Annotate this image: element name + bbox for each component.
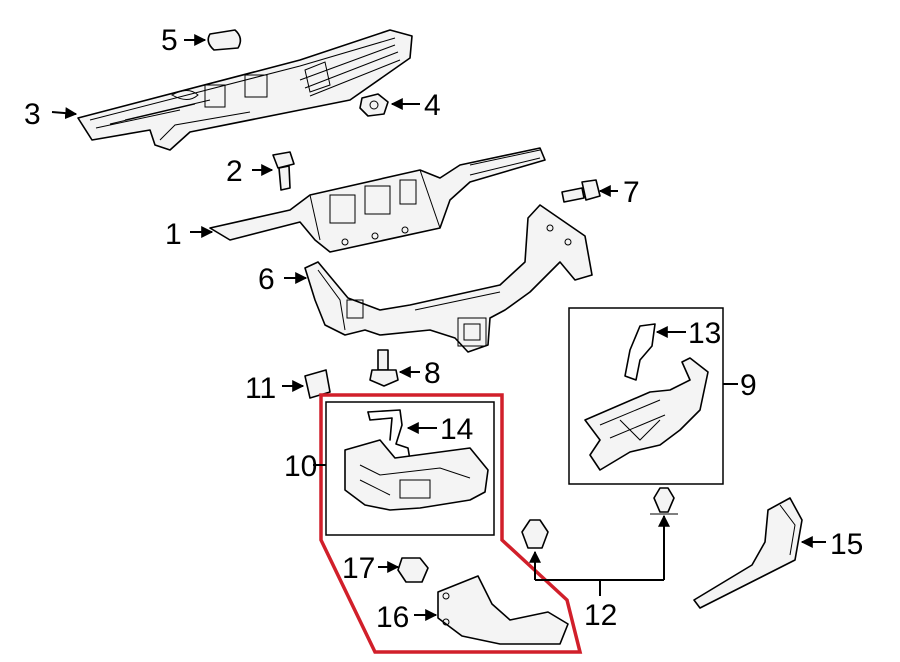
nut-part-4[interactable] [359,93,389,117]
step-bumper-part-3[interactable] [77,29,413,151]
clip-part-12[interactable] [521,487,678,549]
bolt-part-8[interactable] [369,349,399,387]
callout-15[interactable]: 15 [830,528,863,561]
highlight-group-10[interactable] [319,393,583,654]
callout-7[interactable]: 7 [623,176,640,209]
leader-lines [51,34,826,621]
end-cap-part-16[interactable] [437,575,569,645]
bracket-part-14[interactable] [367,409,411,461]
plug-part-5[interactable] [207,29,242,51]
clip-part-17[interactable] [397,557,429,583]
end-cap-part-15[interactable] [693,497,803,609]
hitch-receiver-part-6[interactable] [304,204,593,353]
assembly-box-part-10 [325,401,495,536]
bracket-part-9[interactable] [584,357,709,471]
bumper-bracket-part-1[interactable] [209,147,546,253]
callout-4[interactable]: 4 [424,89,441,122]
clip-part-11[interactable] [304,369,331,399]
bolt-part-2[interactable] [272,151,295,191]
callout-2[interactable]: 2 [226,155,243,188]
callout-14[interactable]: 14 [440,413,473,446]
callout-12[interactable]: 12 [584,599,617,632]
callout-17[interactable]: 17 [342,552,375,585]
bolt-part-7[interactable] [561,179,601,203]
callout-16[interactable]: 16 [376,601,409,634]
callout-8[interactable]: 8 [424,357,441,390]
callout-1[interactable]: 1 [165,218,182,251]
callout-13[interactable]: 13 [688,317,721,350]
callout-3[interactable]: 3 [24,98,41,131]
assembly-box-part-9 [568,307,724,485]
callout-11[interactable]: 11 [245,372,276,405]
callout-5[interactable]: 5 [161,24,178,57]
callout-labels: 3 5 4 2 1 7 6 8 11 9 13 14 10 17 16 12 1… [24,24,863,634]
callout-10[interactable]: 10 [284,450,317,483]
bracket-part-10[interactable] [344,439,489,511]
callout-6[interactable]: 6 [258,263,275,296]
callout-9[interactable]: 9 [740,369,757,402]
bracket-part-13[interactable] [624,323,656,381]
